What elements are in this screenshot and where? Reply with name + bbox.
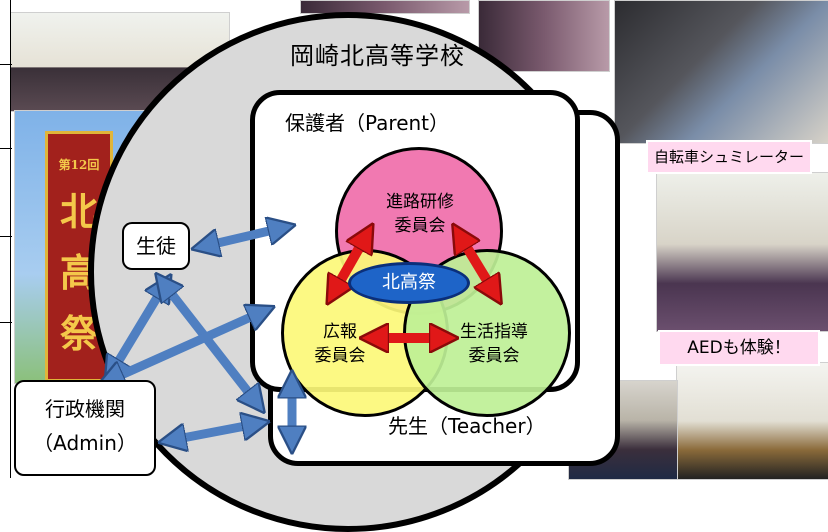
edge-line: [0, 236, 12, 237]
teacher-label: 先生（Teacher）: [388, 414, 546, 438]
career-committee-line1: 進路研修: [386, 192, 454, 212]
festival-banner: 第12回 北 高 祭: [45, 131, 113, 382]
admin-label-line2: （Admin）: [33, 431, 137, 455]
pr-committee-line2: 委員会: [314, 346, 366, 366]
admin-node: 行政機関 （Admin）: [14, 380, 156, 476]
guidance-committee-line1: 生活指導: [460, 322, 528, 342]
arrow-career-pr: [334, 236, 366, 292]
bike-simulator-photo: [614, 0, 828, 144]
festival-ellipse: 北高祭: [348, 262, 470, 304]
relationship-arrows: [0, 0, 828, 478]
edge-line: [0, 322, 12, 323]
arrow-admin-teacher: [172, 424, 256, 440]
bike-simulator-caption: 自転車シュミレーター: [646, 140, 812, 174]
aed-experience-photo: [676, 362, 828, 480]
guidance-committee-label: 生活指導 委員会: [444, 320, 544, 368]
arrow-student-parent: [205, 228, 282, 246]
arrow-career-guidance: [460, 236, 494, 292]
edge-line: [10, 0, 11, 478]
pr-committee-label: 広報 委員会: [300, 320, 380, 368]
banner-edition: 第12回: [58, 158, 100, 172]
edge-line: [0, 64, 12, 65]
students-top-right-photo: [478, 0, 610, 72]
arrow-student-teacher: [164, 284, 256, 402]
pr-committee-line1: 広報: [323, 322, 357, 342]
admin-label-line1: 行政機関: [45, 397, 125, 421]
student-node: 生徒: [122, 222, 190, 270]
arrow-admin-parent: [110, 312, 262, 380]
aed-training-photo: [656, 172, 828, 332]
career-committee-label: 進路研修 委員会: [368, 190, 472, 238]
career-committee-line2: 委員会: [394, 216, 446, 236]
students-top-photo: [300, 0, 470, 14]
guidance-committee-line2: 委員会: [468, 346, 520, 366]
parent-label: 保護者（Parent）: [285, 111, 450, 135]
aed-caption: AEDも体験！: [658, 330, 820, 366]
edge-line: [0, 148, 12, 149]
school-name: 岡崎北高等学校: [290, 42, 465, 70]
